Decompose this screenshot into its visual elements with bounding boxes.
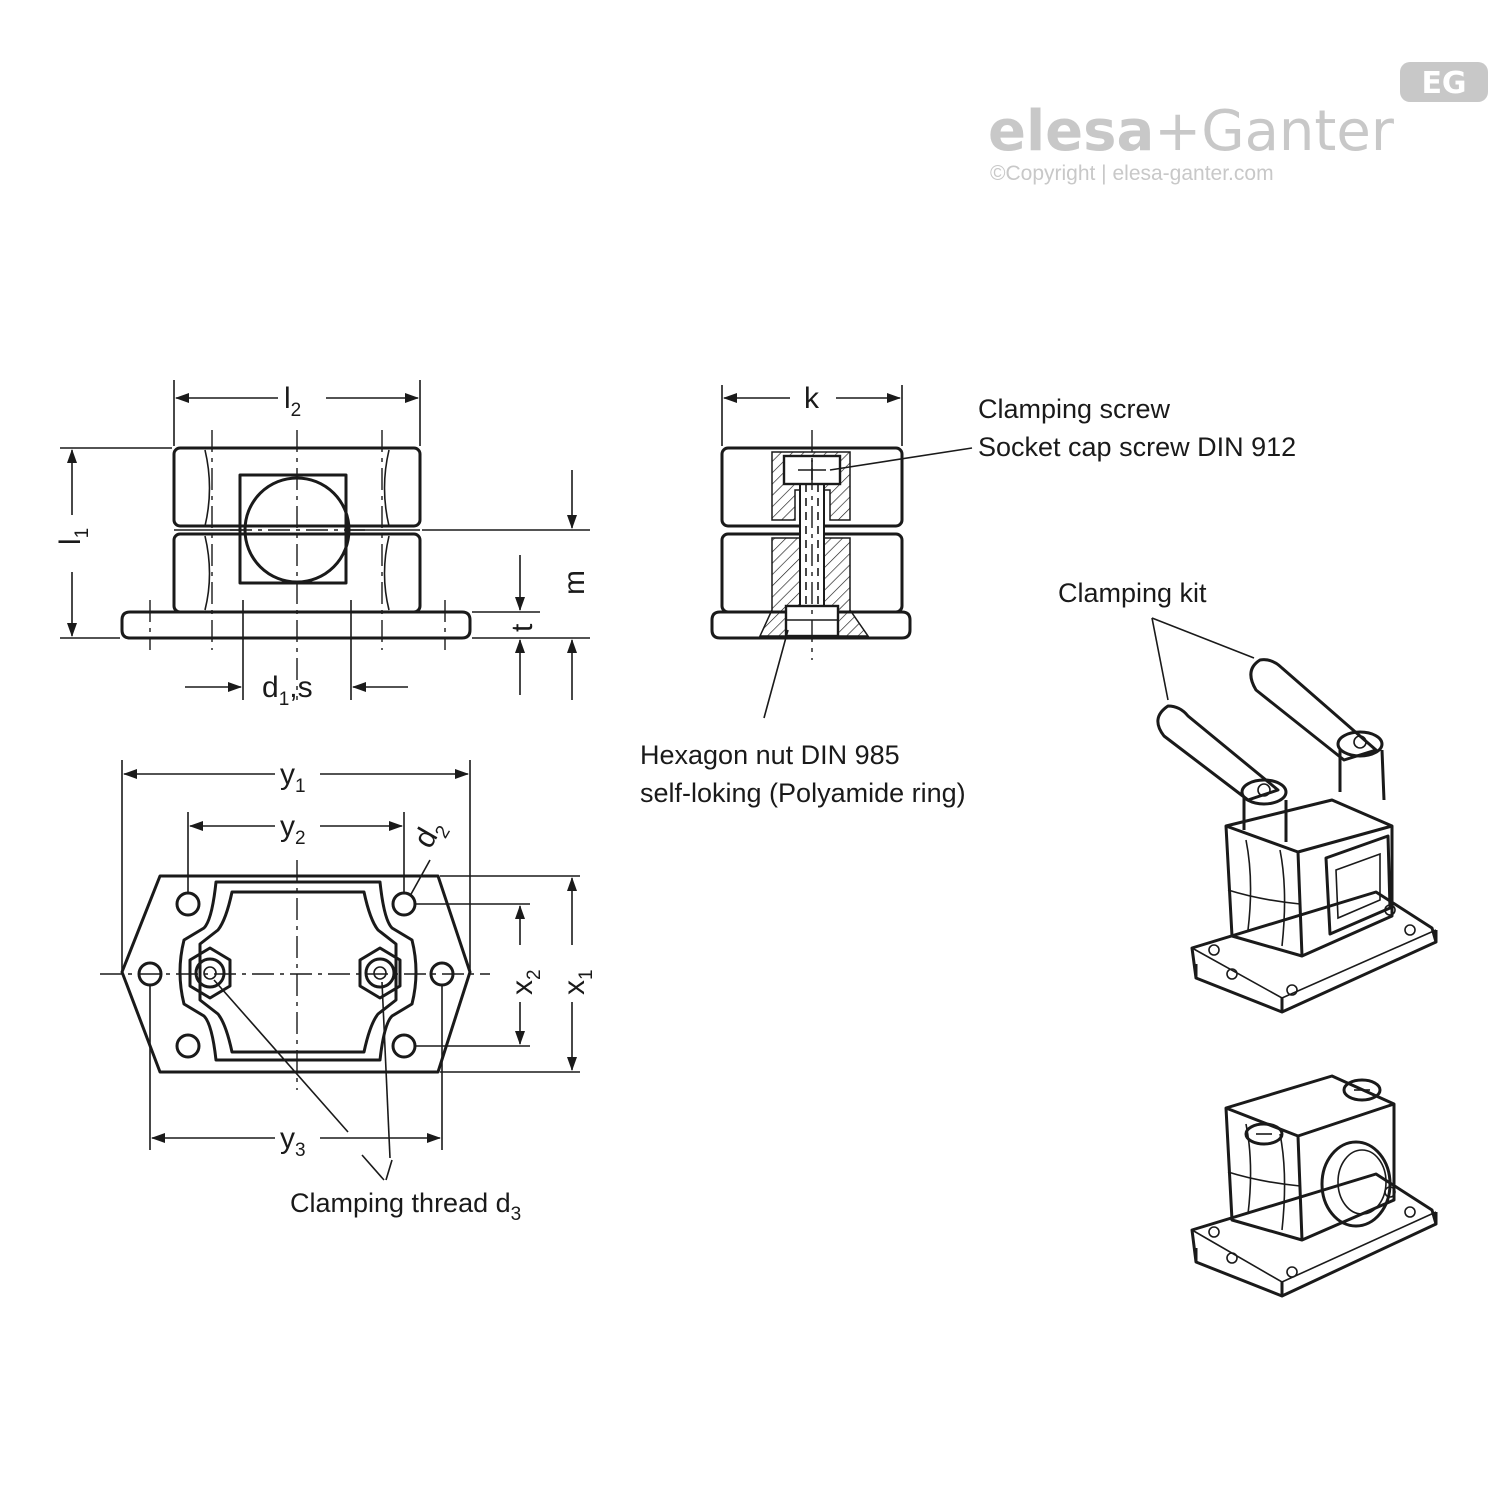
hex-nut-label: Hexagon nut DIN 985 [640,740,900,770]
plan-view [100,760,580,1181]
socket-cap-screw-label: Socket cap screw DIN 912 [978,432,1296,462]
dim-m-label: m [558,570,591,595]
dim-k-label: k [804,382,820,415]
dim-l1-label: l1 [54,528,93,545]
isometric-without-kit [1190,1074,1438,1298]
clamping-kit-label: Clamping kit [1058,578,1207,608]
dim-t-label: t [506,623,539,632]
dim-d2-label: d2 [407,813,454,856]
dim-y2-label: y2 [280,810,306,849]
dim-x1-label: x1 [558,969,597,995]
dim-d1s-label: d1,s [262,671,313,710]
logo-text: elesa+Ganter [988,99,1395,164]
dim-l2-label: l2 [284,382,301,421]
clamping-thread-label: Clamping thread d3 [290,1188,521,1225]
copyright-text: ©Copyright | elesa-ganter.com [990,162,1274,185]
dim-y3-label: y3 [280,1122,306,1161]
isometric-with-clamping-kit [1151,617,1438,1014]
dim-x2-label: x2 [506,969,545,995]
badge-icon [1400,62,1488,102]
badge-text: EG [1421,66,1466,101]
brand-logo: EG elesa+Ganter ©Copyright | elesa-gante… [988,62,1488,185]
self-locking-label: self-loking (Polyamide ring) [640,778,966,808]
clamping-screw-label: Clamping screw [978,394,1171,424]
front-view [60,380,590,700]
section-view [710,385,973,719]
dim-y1-label: y1 [280,758,306,797]
